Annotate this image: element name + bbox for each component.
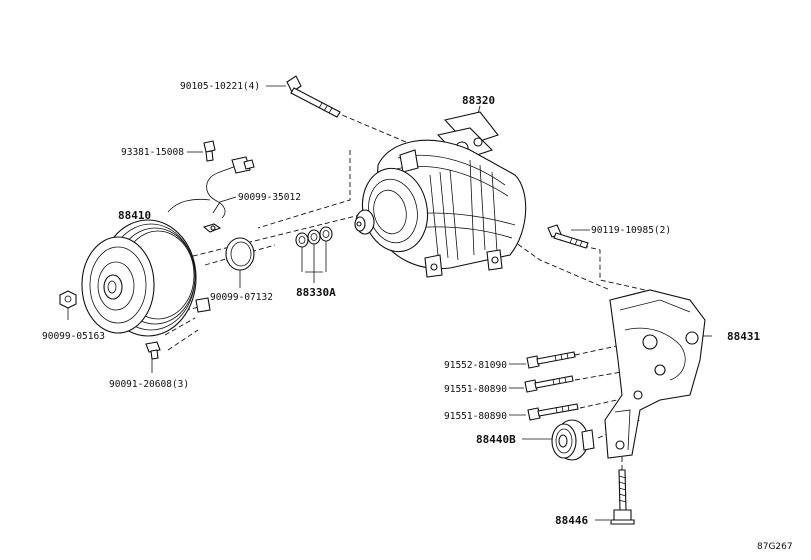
label-88440B[interactable]: 88440B (476, 433, 516, 446)
label-90099-35012[interactable]: 90099-35012 (238, 192, 301, 203)
sensor-bolt-93381[interactable] (203, 140, 216, 162)
label-88320[interactable]: 88320 (462, 94, 495, 107)
bolt-90091-20608[interactable] (145, 341, 161, 360)
ac-compressor-88320[interactable] (354, 111, 527, 278)
long-through-bolt-90105[interactable] (286, 75, 341, 118)
bolt-91551-80890-upper[interactable] (524, 375, 574, 393)
nut-90099-05163[interactable] (59, 290, 77, 309)
label-91551-80890-upper[interactable]: 91551-80890 (444, 384, 507, 395)
label-90105-10221[interactable]: 90105-10221(4) (180, 81, 260, 92)
diagram-code: 87G267 (757, 542, 793, 552)
callout-labels: 90105-10221(4) 88320 93381-15008 90099-3… (42, 81, 760, 527)
label-93381-15008[interactable]: 93381-15008 (121, 147, 184, 158)
label-90119-10985[interactable]: 90119-10985(2) (591, 225, 671, 236)
label-88410[interactable]: 88410 (118, 209, 151, 222)
label-90099-05163[interactable]: 90099-05163 (42, 331, 105, 342)
magnetic-clutch-88410[interactable] (81, 219, 211, 337)
clutch-shims-88330A[interactable] (295, 226, 333, 272)
bolt-91552-81090[interactable] (526, 351, 576, 369)
bolt-91551-80890-lower[interactable] (527, 403, 579, 421)
label-88330A[interactable]: 88330A (296, 286, 336, 299)
pulley-bolt-88446[interactable] (610, 469, 635, 525)
thermo-sensor-harness-90099-35012[interactable] (167, 156, 255, 233)
idler-pulley-88440B[interactable] (551, 419, 595, 461)
label-91552-81090[interactable]: 91552-81090 (444, 360, 507, 371)
bolt-90119-10985[interactable] (547, 224, 589, 249)
label-88431[interactable]: 88431 (727, 330, 760, 343)
compressor-bracket-88431[interactable] (604, 289, 706, 459)
snap-ring-90099-07132[interactable] (225, 237, 255, 271)
label-90099-07132[interactable]: 90099-07132 (210, 292, 273, 303)
label-90091-20608[interactable]: 90091-20608(3) (109, 379, 189, 390)
label-91551-80890-lower[interactable]: 91551-80890 (444, 411, 507, 422)
label-88446[interactable]: 88446 (555, 514, 588, 527)
